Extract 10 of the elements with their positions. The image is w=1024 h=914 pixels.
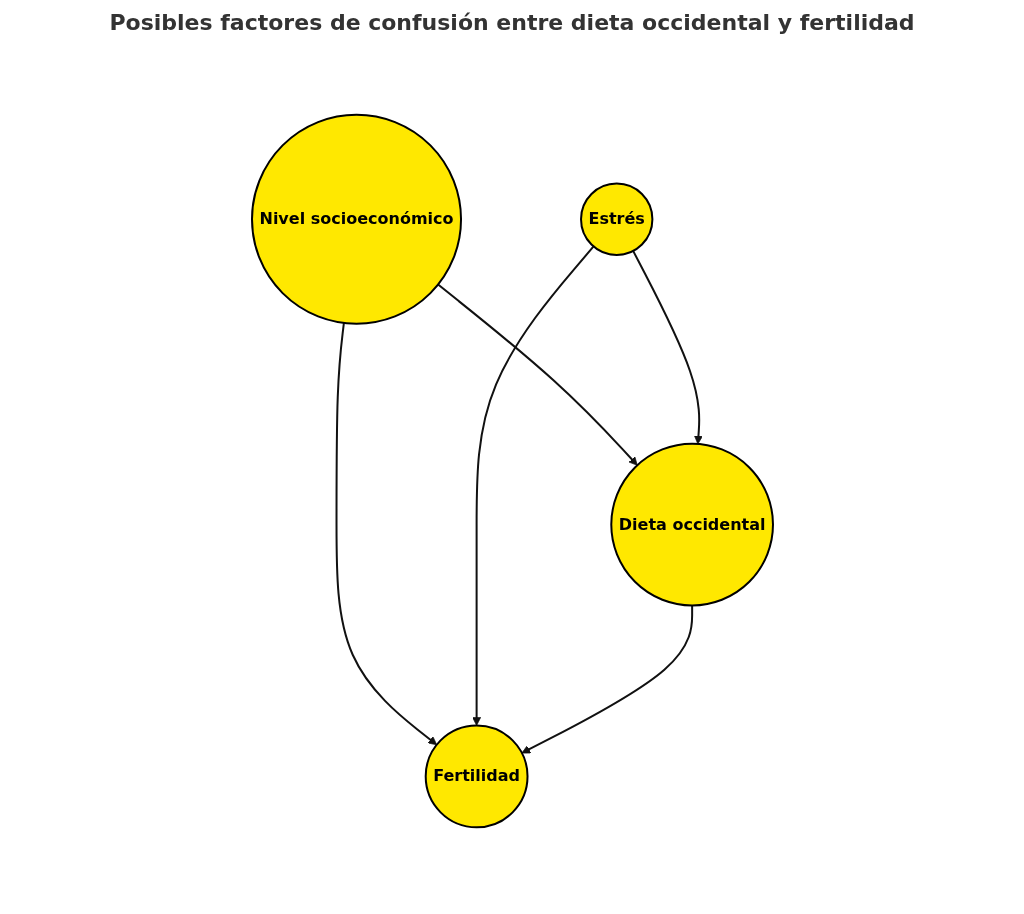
node-circle: Dieta occidental xyxy=(609,442,774,607)
arrow xyxy=(471,245,595,726)
node-circle: Estrés xyxy=(579,182,653,256)
arrow xyxy=(335,322,437,746)
node-circle: Fertilidad xyxy=(424,724,529,829)
arrow xyxy=(436,283,638,466)
diagram-title: Posibles factores de confusión entre dieta occidental y fertilidad xyxy=(108,10,916,35)
arrow xyxy=(521,604,693,754)
node-circle: Nivel socioeconómico xyxy=(250,113,462,325)
arrow xyxy=(631,249,703,445)
